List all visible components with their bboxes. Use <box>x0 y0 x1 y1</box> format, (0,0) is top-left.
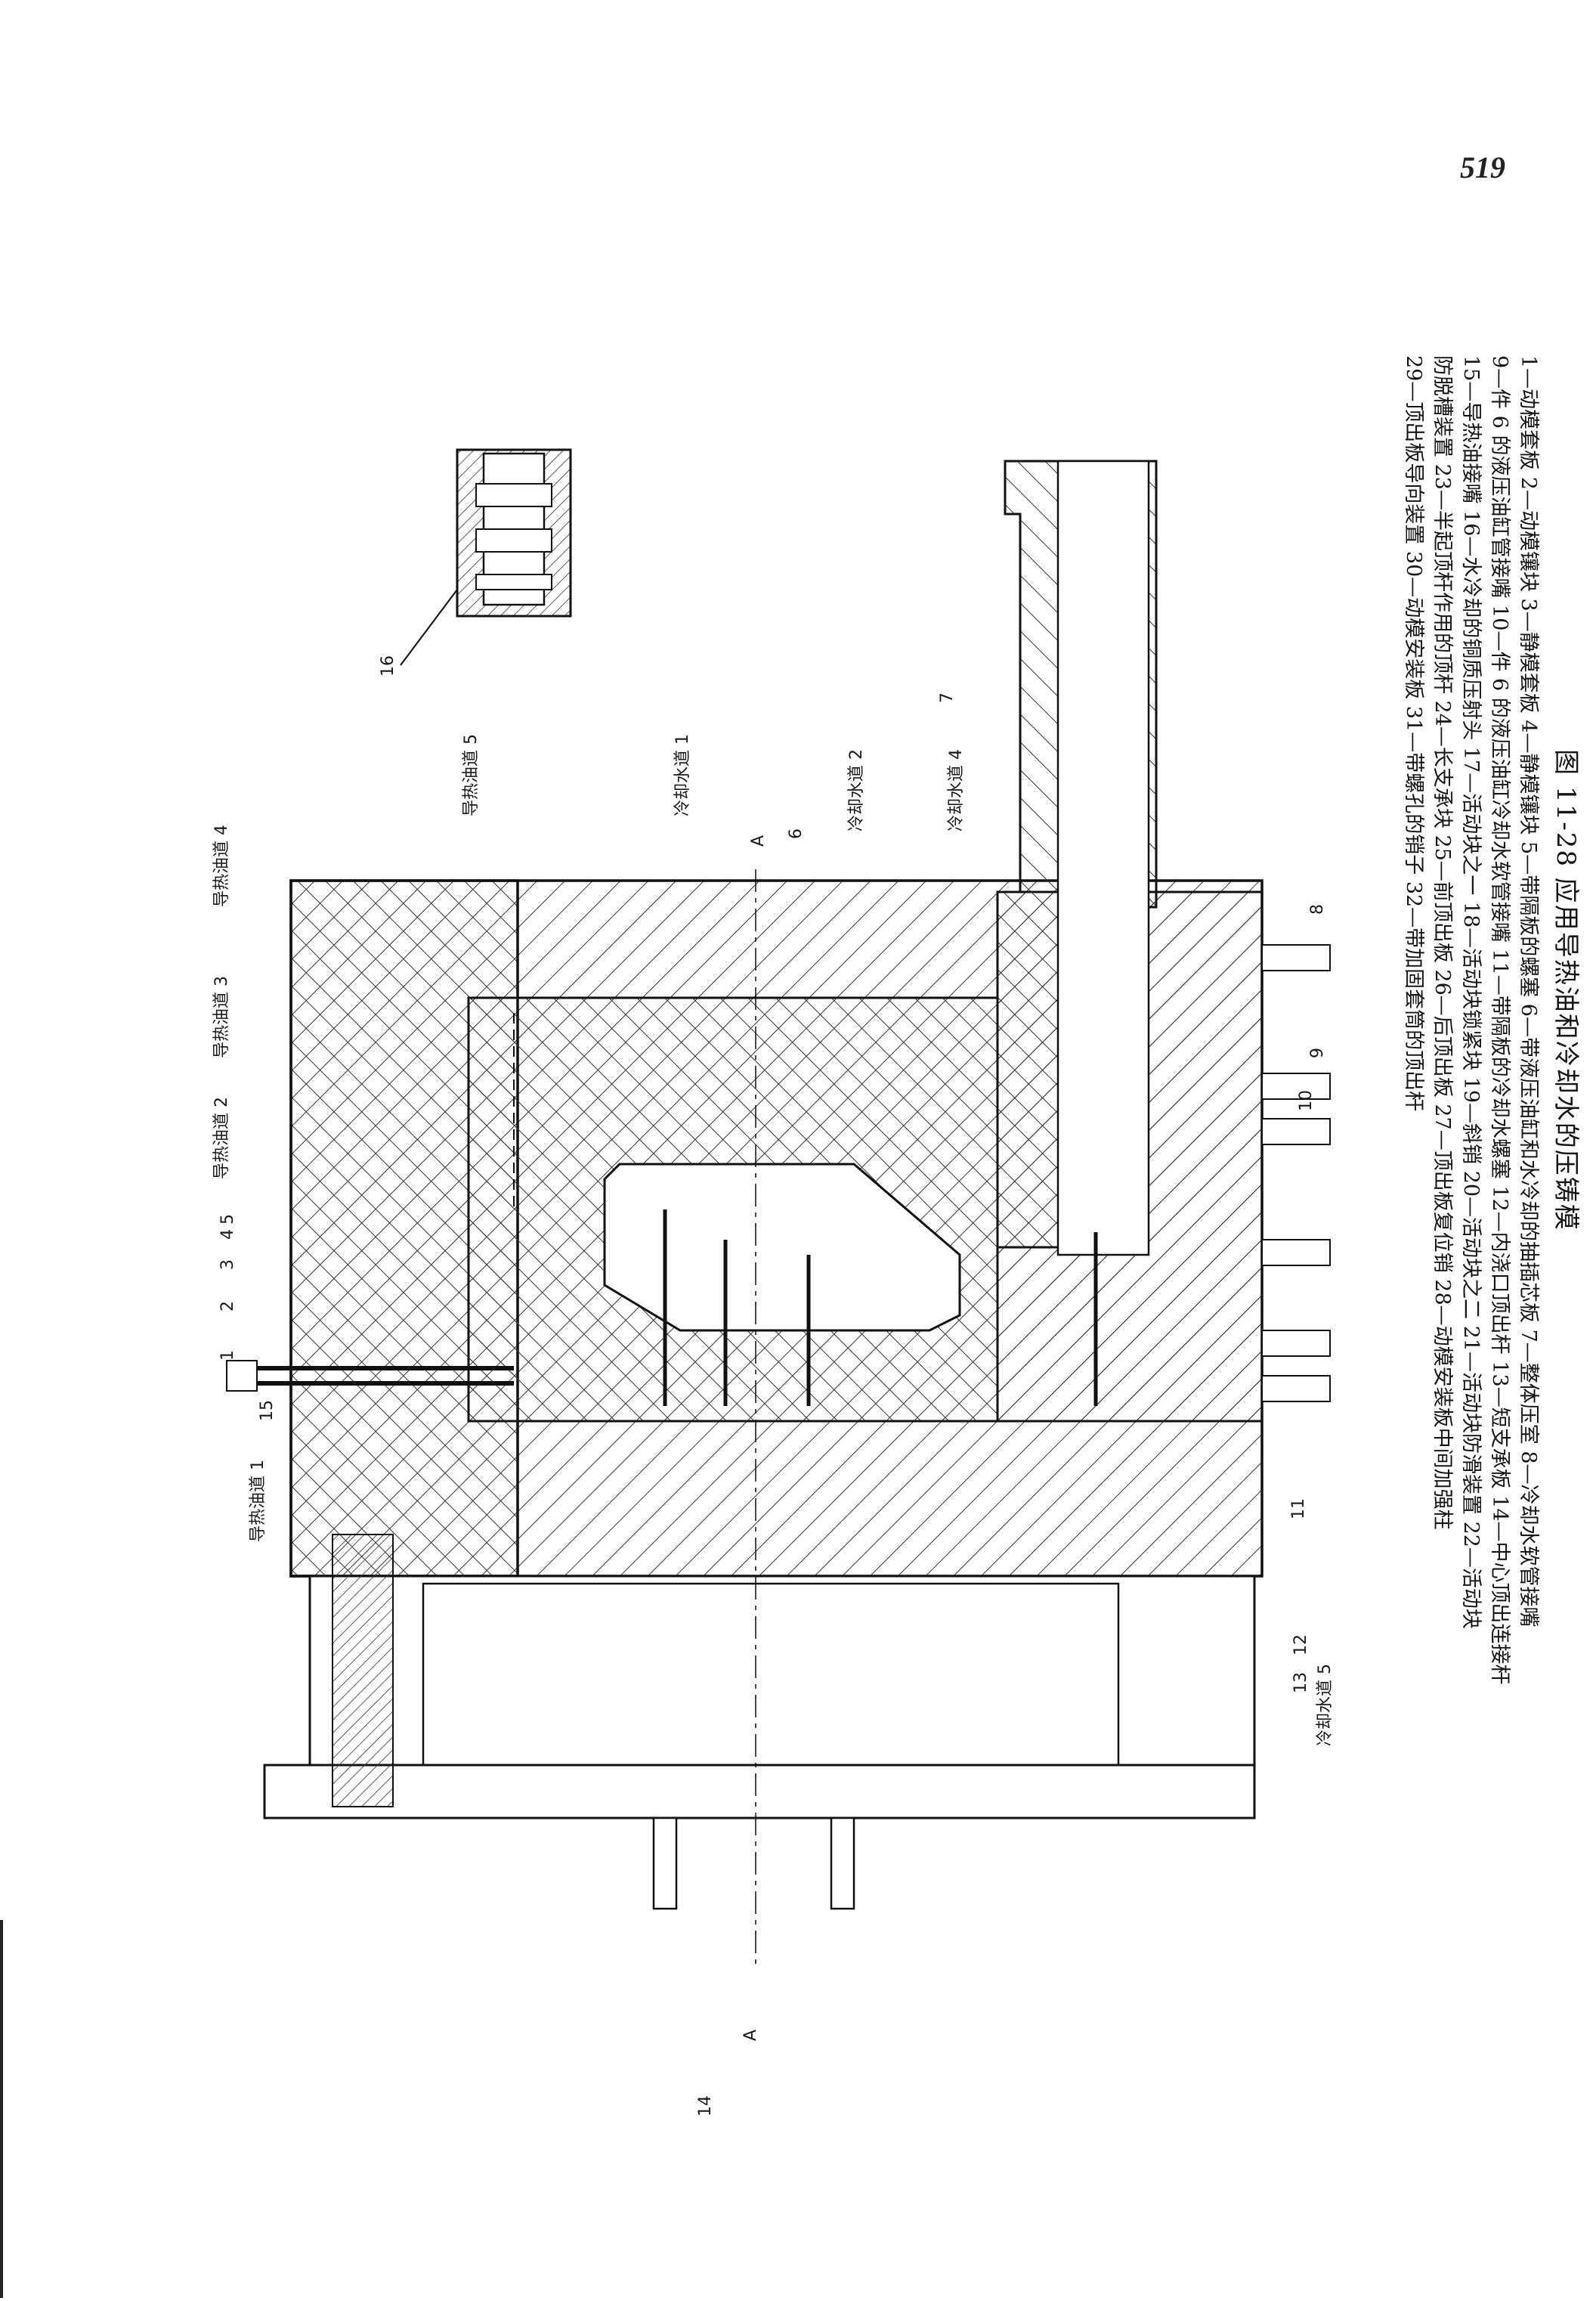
legend-line-5: 29—顶出板导向装置 30—动模安装板 31—带螺孔的销子 32—带加固套筒的顶… <box>1402 355 1425 1112</box>
label-n15: 15 <box>258 1400 277 1421</box>
label-n13: 13 <box>1291 1672 1310 1693</box>
label-n9: 9 <box>1308 1048 1327 1058</box>
label-water-channel-1: 冷却水道 1 <box>673 734 692 816</box>
label-water-channel-4: 冷却水道 4 <box>947 749 966 832</box>
ejector-rods <box>652 1816 855 1910</box>
legend-line-4: 防脱槽装置 23—半起顶杆作用的顶杆 24—长支承块 25—前顶出板 26—后顶… <box>1431 355 1454 1530</box>
label-n10: 10 <box>1297 1090 1316 1111</box>
label-n14: 14 <box>696 2095 715 2117</box>
label-water-channel-2: 冷却水道 2 <box>847 749 866 832</box>
label-n16: 16 <box>379 655 397 677</box>
hose-connectors <box>1261 944 1331 1402</box>
label-n11: 11 <box>1289 1498 1308 1519</box>
label-oil-channel-4: 导热油道 4 <box>212 825 231 907</box>
label-n3: 3 <box>218 1259 237 1270</box>
page-edge-rule <box>0 1920 3 2298</box>
shot-head-detail <box>400 448 572 666</box>
label-n8: 8 <box>1308 904 1327 915</box>
label-n2: 2 <box>218 1301 237 1312</box>
label-oil-channel-2: 导热油道 2 <box>212 1097 231 1179</box>
legend-line-3: 15—导热油接嘴 16—水冷却的铜质压射头 17—活动块之一 18—活动块锁紧块… <box>1459 355 1483 1629</box>
figure-title: 图 11-28 应用导热油和冷却水的压铸模 <box>1551 749 1581 1231</box>
label-water-channel-5: 冷却水道 5 <box>1316 1664 1335 1746</box>
label-oil-channel-5: 导热油道 5 <box>462 734 481 816</box>
support-blocks <box>263 1534 1256 1819</box>
label-section-a-top: A <box>749 835 768 847</box>
label-n7: 7 <box>938 692 957 703</box>
channel-lines <box>226 869 1098 1965</box>
page-number: 519 <box>1460 150 1505 184</box>
drawing-labels: 导热油道 1 导热油道 2 导热油道 3 导热油道 4 导热油道 5 冷却水道 … <box>212 655 1335 2117</box>
label-oil-channel-1: 导热油道 1 <box>249 1460 268 1542</box>
label-n4: 4 <box>218 1229 237 1240</box>
label-section-a-bottom: A <box>741 2030 760 2041</box>
label-n1: 1 <box>218 1350 237 1361</box>
legend-line-1: 1—动模套板 2—动模镶块 3—静模套板 4—静模镶块 5—带隔板的螺塞 6—带… <box>1517 355 1540 1627</box>
legend-line-2: 9—件 6 的液压油缸管接嘴 10—件 6 的液压油缸冷却水软管接嘴 11—带隔… <box>1488 355 1511 1685</box>
label-oil-channel-3: 导热油道 3 <box>212 976 231 1058</box>
label-n6: 6 <box>787 828 806 839</box>
label-n5: 5 <box>218 1214 237 1225</box>
mold-main-body <box>289 460 1264 1578</box>
label-n12: 12 <box>1291 1634 1310 1655</box>
